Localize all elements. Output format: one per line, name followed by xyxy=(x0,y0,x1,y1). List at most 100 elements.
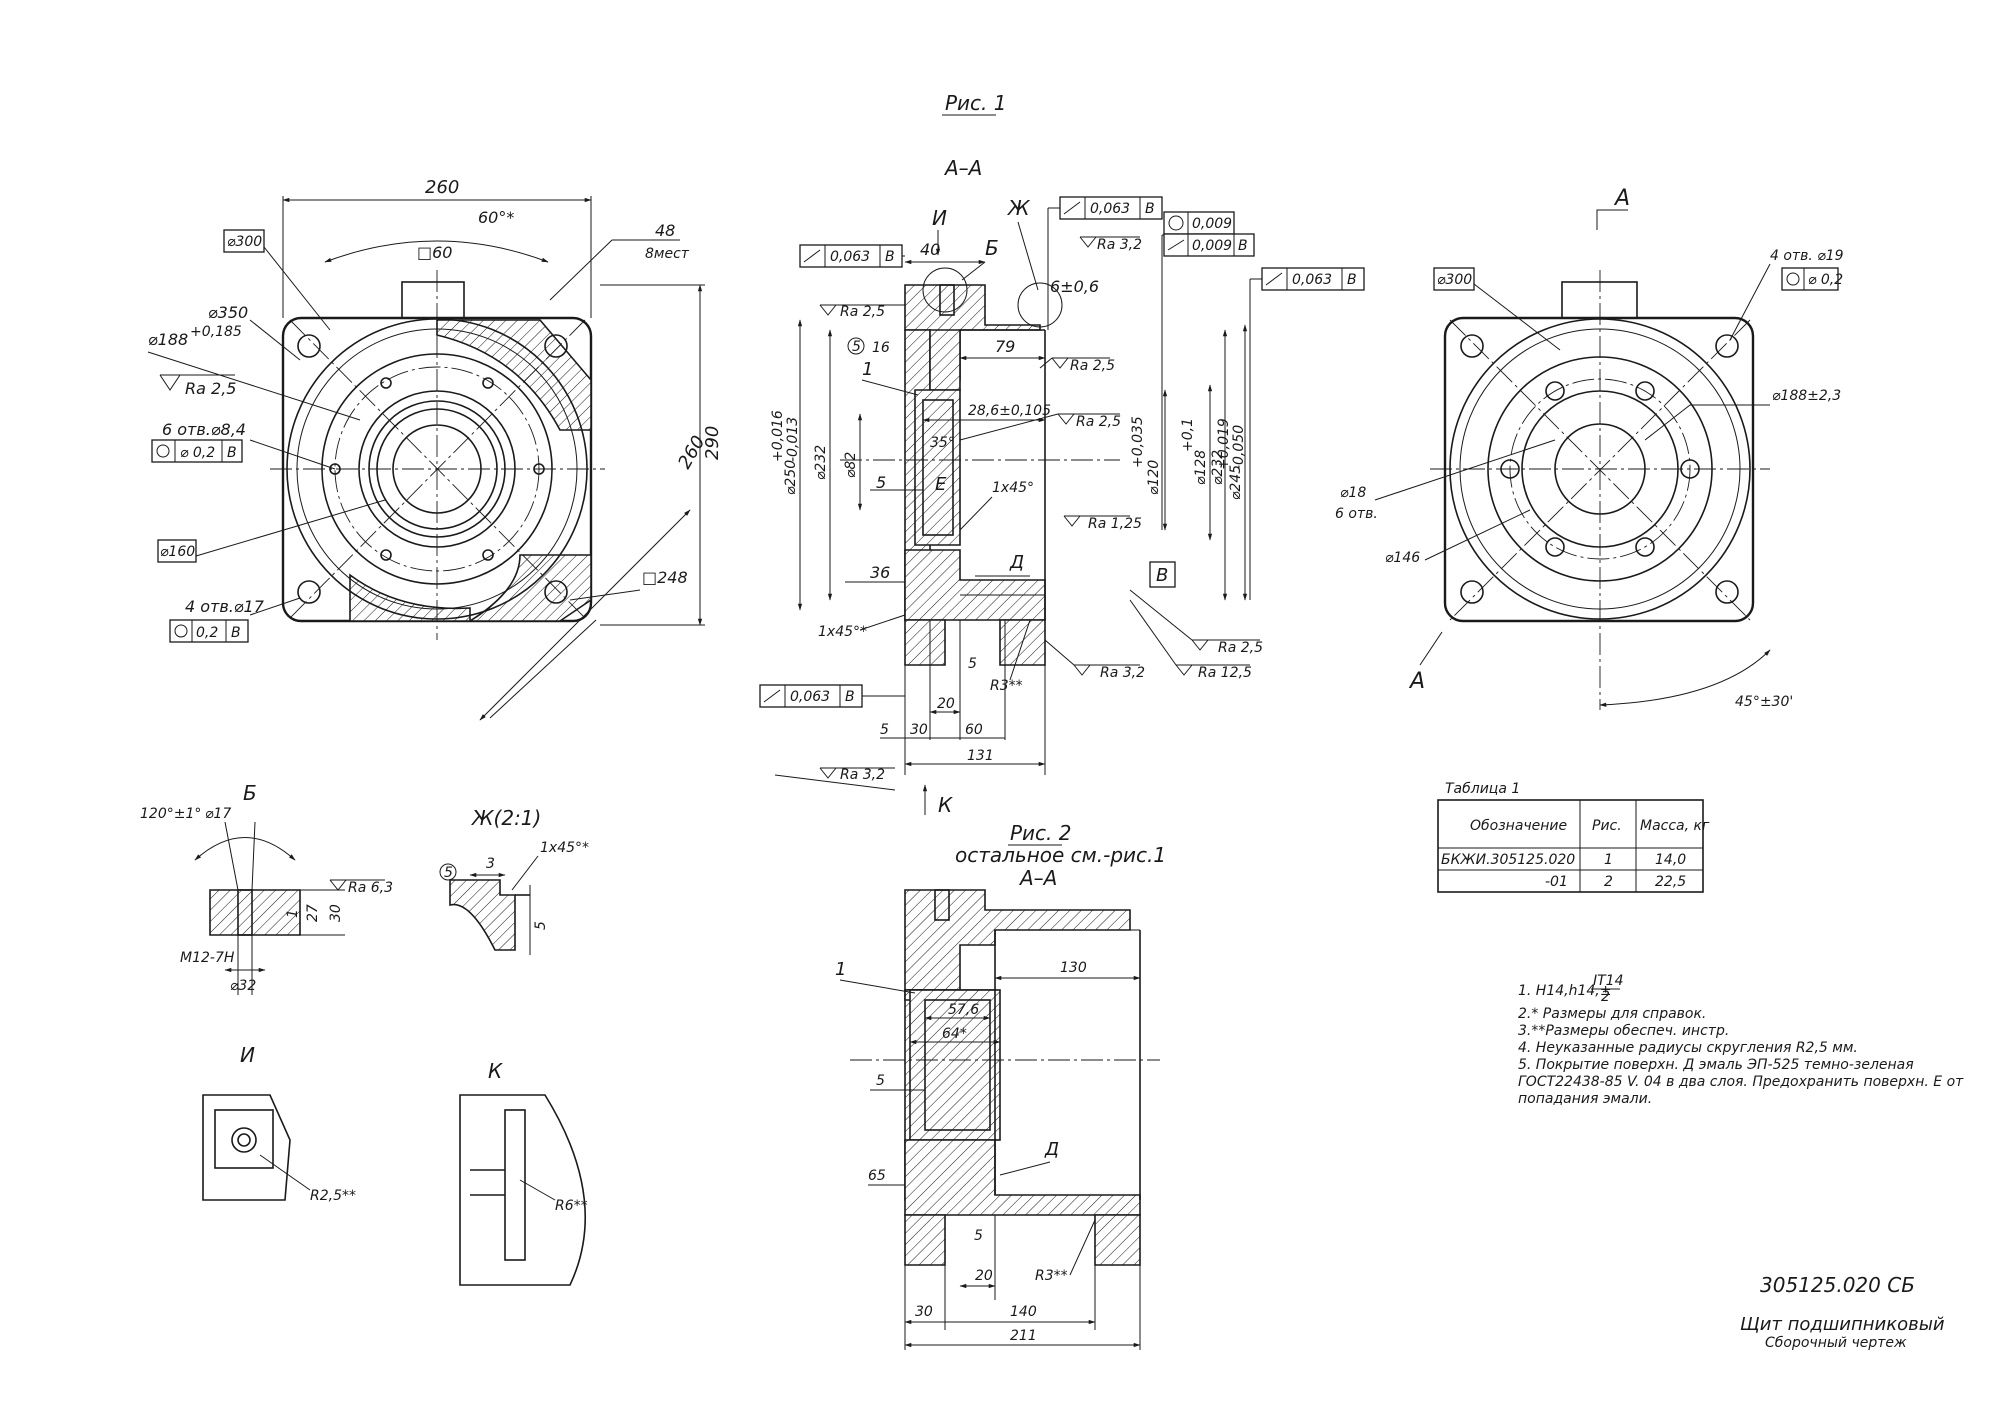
table-row2-mass: 22,5 xyxy=(1655,874,1686,890)
sec-datum-b: В xyxy=(1156,565,1168,586)
fig1-title: Рис. 1 xyxy=(945,91,1007,115)
sec-dim-16: 16 xyxy=(872,340,890,356)
front-6otv: 6 отв.⌀8,4 xyxy=(162,420,246,439)
front-datum-b1: В xyxy=(227,445,237,461)
sec-dim-d250: ⌀250 xyxy=(783,460,799,495)
fig2-dim-r3: R3** xyxy=(1035,1268,1068,1284)
fig2-view: Рис. 2 остальное см.-рис.1 А–А 1 130 57,… xyxy=(835,821,1166,1350)
sec-arrow-i: И xyxy=(932,206,947,230)
side-arrow-a-bottom: А xyxy=(1408,669,1425,694)
sec-arrow-k: К xyxy=(938,793,953,817)
detail-i-r25: R2,5** xyxy=(310,1188,356,1204)
note-1-num: IT14 xyxy=(1593,973,1624,989)
tol-3-datum: В xyxy=(1347,272,1357,288)
sec-label-e: Е xyxy=(935,474,947,495)
note-5c: попадания эмали. xyxy=(1518,1091,1652,1107)
sec-label-zh: Ж xyxy=(1006,196,1031,220)
sec-ra-32c: Ra 3,2 xyxy=(840,767,885,783)
tol-1-value: 0,063 xyxy=(830,249,870,265)
fig2-dim-5: 5 xyxy=(876,1073,885,1089)
sec-dim-d128-tol: +0,1 xyxy=(1180,418,1196,452)
sec-dim-r3: R3** xyxy=(990,678,1023,694)
sec-dim-131: 131 xyxy=(967,748,994,764)
note-5: 5. Покрытие поверхн. Д эмаль ЭП-525 темн… xyxy=(1518,1057,1914,1073)
sec-ra-32a: Ra 3,2 xyxy=(1097,237,1142,253)
sec-dim-30: 30 xyxy=(910,722,928,738)
sec-dim-d128: ⌀128 xyxy=(1193,450,1209,485)
tol-1-datum: В xyxy=(885,249,895,265)
detail-zh: Ж(2:1) 5 3 1x45°* 5 xyxy=(439,806,589,955)
side-4otv19: 4 отв. ⌀19 xyxy=(1770,248,1844,264)
detail-b: Б 120°±1° ⌀17 Ra 6,3 1 27 30 M12-7H ⌀32 xyxy=(140,781,393,995)
tol-cyl-value: 0,009 xyxy=(1192,238,1232,254)
front-pos-02b: 0,2 xyxy=(196,625,218,641)
fig2-dim-20: 20 xyxy=(975,1268,993,1284)
sec-dim-5a: 5 xyxy=(876,473,886,492)
fig2-dim-64: 64* xyxy=(942,1026,967,1042)
table-row1-mass: 14,0 xyxy=(1655,852,1686,868)
tol-3-value: 0,063 xyxy=(1292,272,1332,288)
fig2-label-1: 1 xyxy=(835,959,846,980)
sec-dim-20: 20 xyxy=(937,696,955,712)
sec-dim-d232b: ⌀232 xyxy=(1210,450,1226,485)
front-dim-sq248: □248 xyxy=(642,568,688,587)
tol-cyl-datum: В xyxy=(1238,238,1248,254)
note-4: 4. Неуказанные радиусы скругления R2,5 м… xyxy=(1518,1040,1858,1056)
sec-dim-36: 36 xyxy=(870,563,890,582)
fig2-dim-140: 140 xyxy=(1010,1304,1037,1320)
sec-dim-60: 60 xyxy=(965,722,983,738)
sec-dim-d82: ⌀82 xyxy=(843,452,859,478)
sec-dim-286: 28,6±0,105 xyxy=(968,403,1051,419)
sec-dim-5c: 5 xyxy=(880,722,889,738)
detail-zh-3: 3 xyxy=(486,856,495,872)
side-view: А А ⌀300 4 отв. ⌀19 ⌀ 0,2 ⌀188±2,3 ⌀18 6… xyxy=(1335,186,1844,710)
table-row1-designation: БКЖИ.305125.020 xyxy=(1441,852,1575,868)
front-dim-48: 48 xyxy=(655,221,675,240)
sec-dim-5b: 5 xyxy=(968,656,977,672)
front-datum-b2: В xyxy=(231,625,241,641)
sec-dim-1x45: 1x45° xyxy=(992,480,1034,496)
fig2-dim-576: 57,6 xyxy=(948,1002,979,1018)
note-3: 3.**Размеры обеспеч. инстр. xyxy=(1518,1023,1729,1039)
mass-table: Таблица 1 Обозначение Рис. Масса, кг БКЖ… xyxy=(1437,781,1710,893)
detail-b-m12: M12-7H xyxy=(180,950,235,966)
front-dim-290: 290 xyxy=(702,426,723,460)
detail-b-120: 120°±1° xyxy=(140,806,201,822)
note-2: 2.* Размеры для справок. xyxy=(1518,1006,1706,1022)
fig2-dim-30: 30 xyxy=(915,1304,933,1320)
fig2-dim-5b: 5 xyxy=(974,1228,983,1244)
sec-dim-40: 40 xyxy=(920,240,940,259)
front-dim-8mest: 8мест xyxy=(645,246,690,262)
sec-dim-d120: ⌀120 xyxy=(1146,460,1162,495)
fig1-section-label: А–А xyxy=(943,156,982,180)
tol-round-value: 0,009 xyxy=(1192,216,1232,232)
front-4otv17: 4 отв.⌀17 xyxy=(185,597,265,616)
detail-b-1: 1 xyxy=(285,909,301,918)
tol-4-value: 0,063 xyxy=(790,689,830,705)
fig2-dim-130: 130 xyxy=(1060,960,1087,976)
side-dim-45: 45°±30' xyxy=(1735,694,1793,710)
front-ra25: Ra 2,5 xyxy=(185,379,236,398)
detail-b-27: 27 xyxy=(305,904,321,922)
detail-b-title: Б xyxy=(243,781,257,805)
title-name: Щит подшипниковый xyxy=(1740,1314,1945,1335)
side-dim-d146: ⌀146 xyxy=(1385,550,1420,566)
sec-dim-1x45b: 1x45°* xyxy=(818,624,867,640)
detail-zh-5b: 5 xyxy=(533,921,549,930)
sec-ra-125b: Ra 12,5 xyxy=(1198,665,1252,681)
front-pos-02: ⌀ 0,2 xyxy=(180,445,215,461)
detail-b-30: 30 xyxy=(328,904,344,922)
tol-2-value: 0,063 xyxy=(1090,201,1130,217)
tol-4-datum: В xyxy=(845,689,855,705)
front-view: 260 60°* □60 48 8мест ⌀300 ⌀350 ⌀188 +0,… xyxy=(147,177,723,721)
detail-b-d32: ⌀32 xyxy=(230,978,256,994)
side-dim-6otv: 6 отв. xyxy=(1335,506,1378,522)
sec-note5: 5 xyxy=(852,339,861,355)
fig2-label-d: Д xyxy=(1044,1139,1059,1160)
front-dim-60: 60°* xyxy=(478,208,514,227)
fig2-subtitle: остальное см.-рис.1 xyxy=(955,843,1166,867)
detail-k-r6: R6** xyxy=(555,1198,588,1214)
fig2-dim-65: 65 xyxy=(868,1168,886,1184)
detail-i-title: И xyxy=(240,1043,255,1067)
